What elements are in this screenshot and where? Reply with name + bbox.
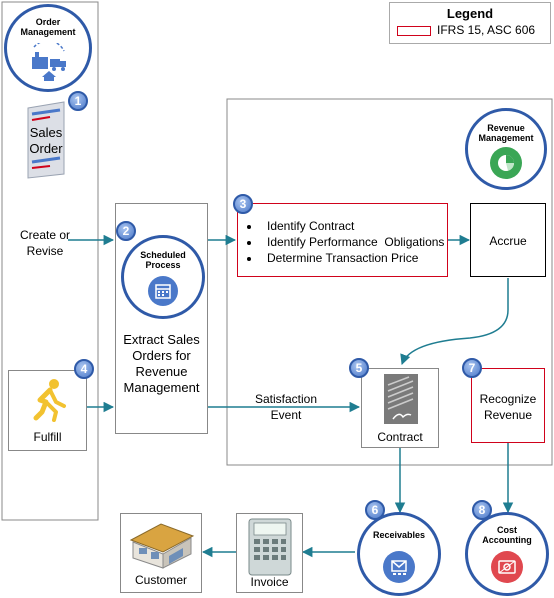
bullet-identify-obligations: Identify Performance Obligations — [261, 234, 444, 250]
contract-box: Contract — [361, 368, 439, 448]
contract-label: Contract — [377, 430, 423, 444]
recognize-revenue-label: Recognize Revenue — [479, 392, 537, 422]
scheduled-process-title: Scheduled Process — [140, 250, 186, 270]
order-management-title: Order Management — [20, 17, 76, 37]
legend-swatch — [397, 26, 431, 36]
step-badge-2: 2 — [116, 221, 136, 241]
arrow-accrue-to-contract — [400, 278, 509, 365]
pie-chart-icon — [490, 147, 522, 179]
sales-order-icon — [27, 101, 65, 179]
building-icon — [129, 523, 195, 569]
contract-document-icon — [384, 374, 418, 424]
step-badge-4: 4 — [74, 359, 94, 379]
identify-contract-box: Identify Contract Identify Performance O… — [237, 203, 448, 277]
revenue-management-title: Revenue Management — [478, 123, 534, 143]
invoice-label: Invoice — [250, 575, 289, 589]
legend-title: Legend — [446, 6, 494, 21]
step-badge-5: 5 — [349, 358, 369, 378]
step-badge-3: 3 — [233, 194, 253, 214]
cost-accounting-icon — [491, 551, 523, 583]
bullet-identify-contract: Identify Contract — [261, 218, 444, 234]
scheduled-process-circle: Scheduled Process — [121, 235, 205, 319]
receivables-circle: Receivables — [357, 512, 441, 596]
order-management-icon — [32, 43, 66, 81]
calendar-icon — [148, 276, 178, 306]
identify-bullet-list: Identify Contract Identify Performance O… — [242, 218, 444, 266]
order-management-circle: Order Management — [4, 4, 92, 92]
invoice-calculator-icon — [248, 518, 292, 576]
accrue-box: Accrue — [470, 203, 546, 277]
sales-order-label: Sales Order — [29, 125, 63, 156]
step-badge-6: 6 — [365, 500, 385, 520]
fulfill-box: Fulfill — [8, 370, 87, 451]
customer-box: Customer — [120, 513, 202, 593]
step-badge-1: 1 — [68, 91, 88, 111]
receivables-title: Receivables — [372, 530, 426, 540]
step-badge-7: 7 — [462, 358, 482, 378]
bullet-transaction-price: Determine Transaction Price — [261, 250, 444, 266]
accrue-label: Accrue — [489, 234, 527, 248]
sales-order-document: Sales Order — [24, 100, 68, 180]
revenue-management-circle: Revenue Management — [465, 108, 547, 190]
customer-label: Customer — [134, 573, 187, 587]
runner-icon — [33, 379, 66, 422]
step-badge-8: 8 — [472, 500, 492, 520]
invoice-box: Invoice — [236, 513, 303, 593]
create-or-revise-label: Create or Revise — [19, 228, 71, 258]
receivables-icon — [383, 551, 415, 583]
satisfaction-event-label: Satisfaction Event — [254, 392, 318, 422]
recognize-revenue-box: Recognize Revenue — [471, 368, 545, 443]
legend: Legend IFRS 15, ASC 606 — [389, 2, 551, 44]
cost-accounting-circle: Cost Accounting — [465, 512, 549, 596]
extract-sales-orders-label: Extract Sales Orders for Revenue Managem… — [123, 332, 200, 395]
fulfill-label: Fulfill — [33, 430, 62, 444]
legend-item: IFRS 15, ASC 606 — [437, 23, 536, 37]
cost-accounting-title: Cost Accounting — [482, 525, 532, 545]
